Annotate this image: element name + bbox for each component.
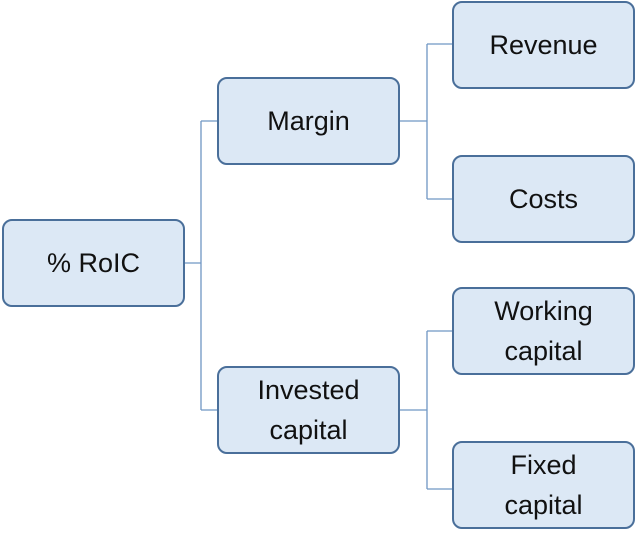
working-capital-label-line1: Working	[494, 296, 593, 326]
connector-invested-to-working-fixed	[400, 330, 452, 490]
margin-node: Margin	[217, 77, 400, 165]
margin-label: Margin	[267, 106, 350, 136]
revenue-label: Revenue	[489, 30, 598, 60]
connector-roic-to-margin-invested	[185, 120, 217, 411]
fixed-capital-node: Fixed capital	[452, 441, 635, 529]
working-capital-node: Working capital	[452, 287, 635, 375]
costs-node: Costs	[452, 155, 635, 243]
revenue-node: Revenue	[452, 1, 635, 89]
working-capital-label-line2: capital	[504, 336, 583, 366]
fixed-capital-label-line1: Fixed	[510, 450, 577, 480]
roic-node: % RoIC	[2, 219, 185, 307]
connector-margin-to-revenue-costs	[400, 43, 452, 200]
roic-label: % RoIC	[46, 248, 141, 278]
invested-capital-label-line2: capital	[269, 415, 348, 445]
invested-capital-label-line1: Invested	[257, 375, 360, 405]
costs-label: Costs	[508, 184, 579, 214]
fixed-capital-label-line2: capital	[504, 490, 583, 520]
invested-capital-node: Invested capital	[217, 366, 400, 454]
